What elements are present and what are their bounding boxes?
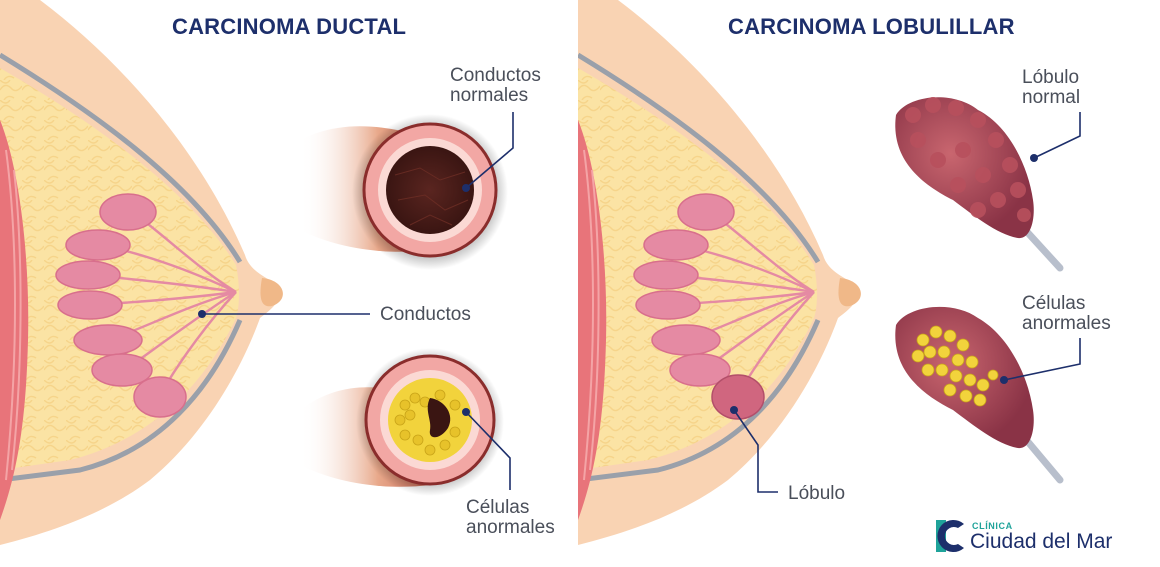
breast-lobes (55, 193, 187, 418)
callout-lines (202, 112, 514, 490)
callout-dot (1030, 154, 1038, 162)
panel-divider (572, 0, 578, 567)
ducts-label: Conductos (380, 304, 471, 325)
nipple (260, 278, 283, 307)
lobule-label: Lóbulo (788, 483, 846, 504)
normal-lobule-label: Lóbulo normal (1022, 67, 1081, 108)
normal-ducts-label: Conductos normales (450, 65, 541, 106)
highlighted-lobule (711, 374, 765, 420)
lobular-carcinoma-panel: CARCINOMA LOBULILLAR Lóbulo normal Célul… (578, 0, 1160, 567)
abnormal-cells-label: Células anormales (1022, 293, 1111, 334)
fatty-tissue (0, 68, 239, 470)
logo-small-text: CLÍNICA (972, 521, 1013, 531)
callout-dot (730, 406, 738, 414)
ductal-title: CARCINOMA DUCTAL (172, 14, 407, 39)
lobular-breast-illustration (578, 0, 1081, 545)
callout-dot (462, 408, 470, 416)
callout-dot (462, 184, 470, 192)
callout-dot (1000, 376, 1008, 384)
callout-dot (198, 310, 206, 318)
ductal-carcinoma-panel: CARCINOMA DUCTAL Conductos normales Cond… (0, 0, 572, 567)
lobular-title: CARCINOMA LOBULILLAR (728, 14, 1015, 39)
logo-mark-icon (936, 520, 964, 552)
abnormal-cells-label: Células anormales (466, 497, 555, 538)
ductal-breast-illustration (0, 0, 514, 545)
clinic-logo: CLÍNICA Ciudad del Mar (932, 518, 1132, 554)
fatty-tissue (578, 68, 817, 470)
logo-main-text: Ciudad del Mar (970, 530, 1113, 553)
callout-lines (733, 112, 1081, 493)
breast-lobes (633, 193, 735, 387)
nipple (838, 278, 861, 307)
